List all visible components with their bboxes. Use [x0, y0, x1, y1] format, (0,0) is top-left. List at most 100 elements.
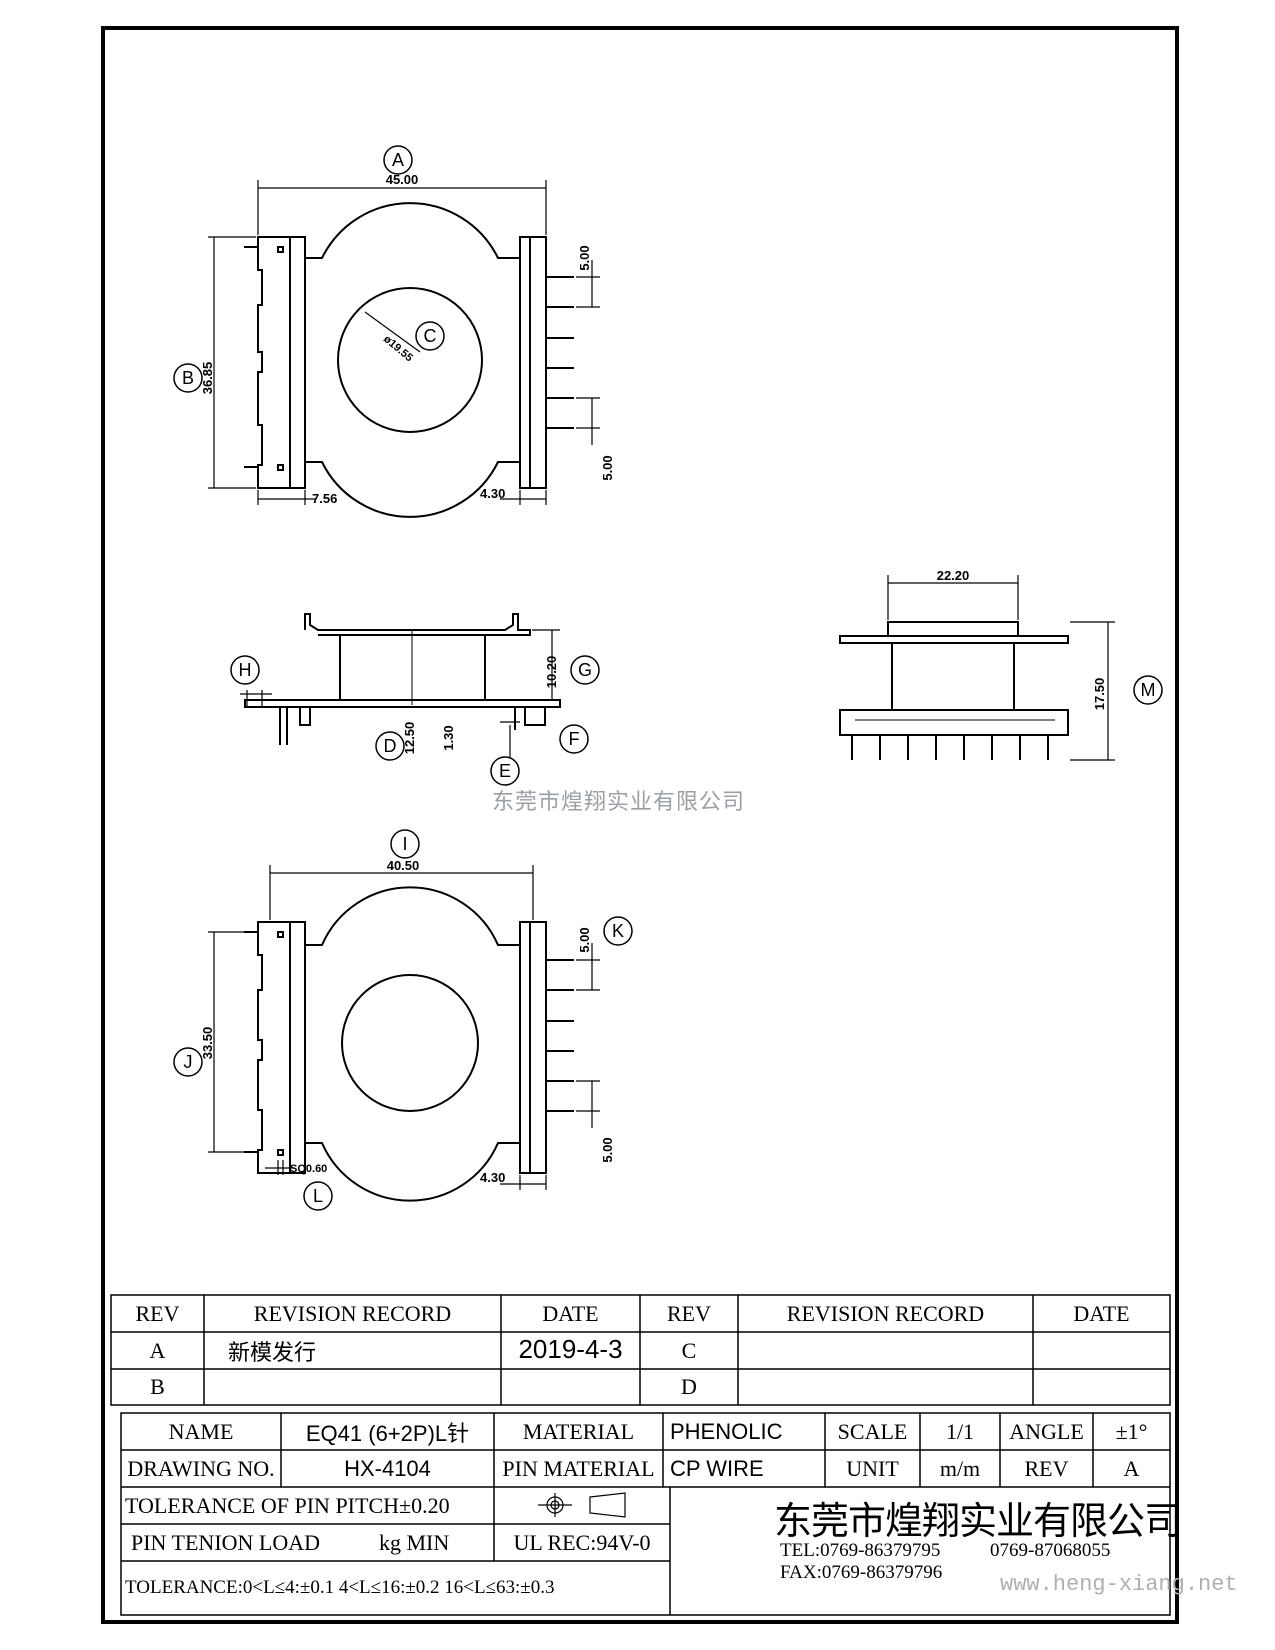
mark-a-circle	[383, 145, 413, 175]
dim-b-value: 36.85	[200, 362, 215, 395]
name-value: EQ41 (6+2P)L针	[305, 1420, 470, 1446]
angle-label: ANGLE	[1009, 1418, 1084, 1444]
telephone-2: 0769-87068055	[990, 1540, 1111, 1561]
dim-g-value: 10.20	[544, 656, 559, 689]
pin-material-label: PIN MATERIAL	[502, 1455, 655, 1481]
rev-a: A	[149, 1337, 166, 1363]
drawing-no-value: HX-4104	[344, 1455, 431, 1481]
bottom-left-flange	[257, 921, 306, 1174]
mark-c: C	[424, 326, 437, 346]
material-value: PHENOLIC	[670, 1418, 783, 1444]
dim-left-offset: 7.56	[312, 491, 337, 506]
sheet-border	[101, 26, 1179, 1624]
mark-m: M	[1141, 680, 1156, 700]
rev-b: B	[150, 1374, 165, 1399]
scale-label: SCALE	[837, 1418, 908, 1444]
revision-record-a: 新模发行	[228, 1340, 317, 1366]
bottom-view	[208, 865, 600, 1202]
reference-marks	[173, 145, 1163, 1211]
dim-bottom-pitch-1: 5.00	[577, 927, 592, 952]
dim-diameter: ø19.55	[381, 333, 415, 364]
revision-date-a: 2019-4-3	[518, 1333, 623, 1364]
date-header-1: DATE	[542, 1300, 599, 1326]
rev-header-2: REV	[667, 1300, 711, 1326]
dim-top-pitch-1: 5.00	[577, 245, 592, 270]
bottom-pins	[546, 959, 574, 1112]
telephone: TEL:0769-86379795	[780, 1540, 941, 1561]
mark-b: B	[182, 368, 194, 388]
drawing-no-label: DRAWING NO.	[127, 1455, 275, 1481]
mark-f-circle	[559, 724, 589, 754]
top-right-flange	[519, 236, 547, 489]
tolerance-ranges: TOLERANCE:0<L≤4:±0.1 4<L≤16:±0.2 16<L≤63…	[125, 1577, 555, 1598]
revision-record-header-2: REVISION RECORD	[786, 1300, 985, 1326]
mark-j: J	[184, 1052, 193, 1072]
end-view	[839, 575, 1115, 761]
mark-e-circle	[490, 756, 520, 786]
dim-bottom-right-offset: 4.30	[480, 1170, 505, 1185]
mark-k-circle	[603, 916, 633, 946]
pin-material-value: CP WIRE	[670, 1455, 764, 1481]
dim-a-value: 45.00	[386, 172, 419, 187]
dim-pin-size: SQ0.60	[290, 1163, 327, 1175]
tolerance-pin-pitch: TOLERANCE OF PIN PITCH±0.20	[125, 1492, 450, 1518]
mark-d: D	[384, 736, 397, 756]
name-label: NAME	[168, 1418, 234, 1444]
end-pins	[851, 735, 1049, 760]
top-left-flange	[257, 236, 306, 489]
dim-e-value: 1.30	[441, 725, 456, 750]
dim-right-offset: 4.30	[480, 486, 505, 501]
mark-g-circle	[570, 655, 600, 685]
mark-m-circle	[1133, 675, 1163, 705]
top-pins	[546, 276, 574, 429]
material-label: MATERIAL	[522, 1418, 635, 1444]
angle-value: ±1°	[1115, 1418, 1148, 1444]
mark-e: E	[499, 761, 511, 781]
rev-c: C	[681, 1337, 697, 1363]
top-view	[208, 180, 600, 518]
bottom-flange-outline	[304, 886, 521, 1202]
revision-record-header-1: REVISION RECORD	[253, 1300, 452, 1326]
mark-c-circle	[415, 321, 445, 351]
dim-end-width: 22.20	[937, 568, 970, 583]
dim-j-value: 33.50	[200, 1027, 215, 1060]
ul-rec: UL REC:94V-0	[513, 1529, 651, 1555]
revision-table-grid	[110, 1294, 1171, 1406]
mark-g: G	[578, 660, 592, 680]
dim-i-value: 40.50	[387, 858, 420, 873]
mark-d-circle	[375, 731, 405, 761]
bottom-core-hole	[341, 974, 479, 1112]
dim-d-value: 12.50	[402, 722, 417, 755]
rev-d: D	[681, 1374, 697, 1399]
dim-m-value: 17.50	[1092, 678, 1107, 711]
mark-f: F	[569, 729, 580, 749]
projection-symbol	[538, 1492, 626, 1518]
website[interactable]: www.heng-xiang.net	[1000, 1572, 1238, 1597]
pin-tenion-load: PIN TENION LOAD	[131, 1529, 321, 1555]
mark-h: H	[239, 660, 252, 680]
side-top-flange	[304, 613, 531, 636]
title-block-grid	[120, 1412, 1171, 1616]
pin-tenion-unit: kg MIN	[379, 1529, 450, 1555]
top-core-hole	[337, 287, 483, 433]
dim-bottom-pitch-2: 5.00	[600, 1137, 615, 1162]
mark-k: K	[612, 921, 624, 941]
rev-label: REV	[1024, 1455, 1069, 1481]
mark-i: I	[402, 834, 407, 854]
unit-label: UNIT	[846, 1455, 899, 1481]
dim-top-pitch-2: 5.00	[600, 455, 615, 480]
dimension-labels: 45.00 36.85 5.00 5.00 7.56 4.30 ø19.55 1…	[200, 172, 1107, 1185]
mark-b-circle	[173, 363, 203, 393]
mark-a: A	[392, 150, 404, 170]
unit-value: m/m	[939, 1455, 981, 1481]
side-view	[240, 613, 561, 758]
watermark-company: 东莞市煌翔实业有限公司	[492, 790, 746, 815]
reference-mark-letters: A B C H G D F E M I J K L	[182, 150, 1156, 1206]
side-bottom-flange	[244, 699, 561, 708]
mark-i-circle	[390, 829, 420, 859]
company-name: 东莞市煌翔实业有限公司	[774, 1499, 1182, 1543]
mark-h-circle	[230, 655, 260, 685]
mark-l: L	[313, 1186, 323, 1206]
bottom-right-flange	[519, 921, 547, 1174]
